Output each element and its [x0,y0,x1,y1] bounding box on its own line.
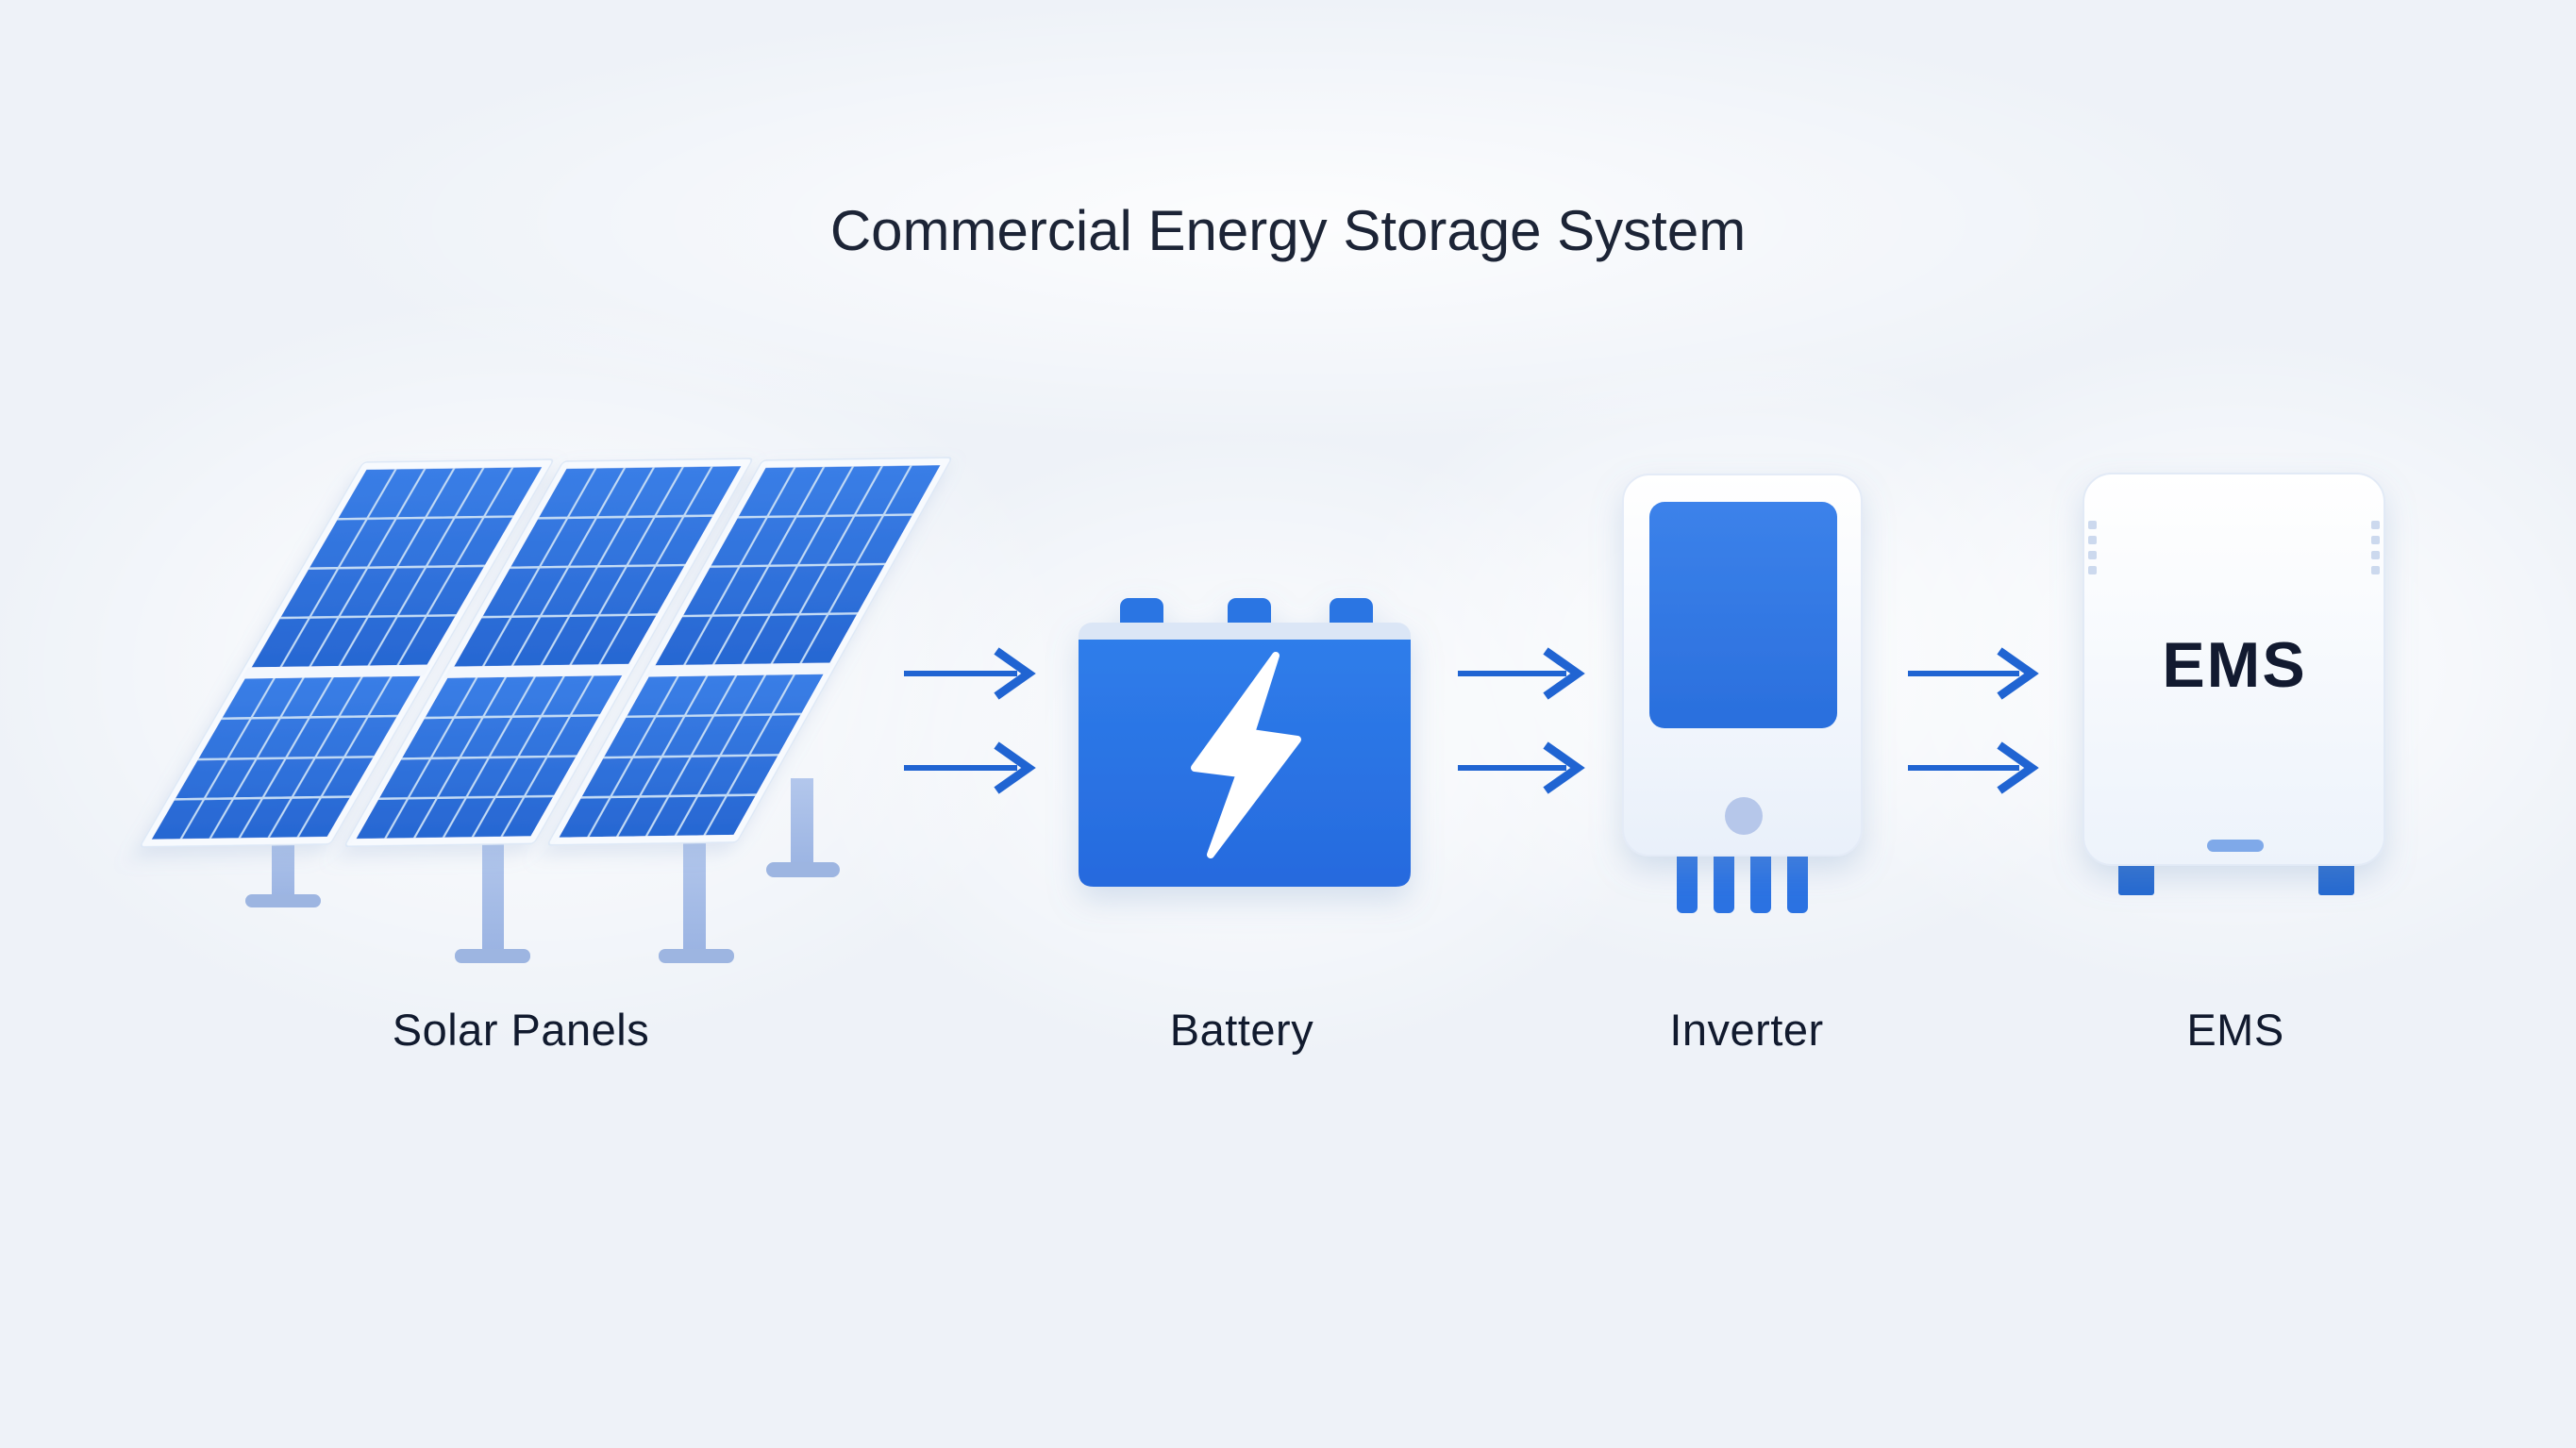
inverter-indicator-light [1725,797,1763,835]
flow-arrow [1908,741,2039,794]
ems-foot [2118,863,2154,895]
panel-grid [580,465,913,838]
solar-leg [455,840,530,963]
panel-divider [644,662,834,677]
label-ems: EMS [2186,1005,2284,1055]
flow-arrow [904,647,1036,700]
label-battery: Battery [1169,1005,1314,1055]
label-inverter: Inverter [1669,1005,1824,1055]
inverter-pin [1787,849,1808,913]
solar-panel [547,457,952,846]
diagram-title: Commercial Energy Storage System [829,199,1747,262]
panel-grid [377,466,714,839]
ems-foot [2318,863,2354,895]
inverter-pin [1750,849,1771,913]
flow-arrow [904,741,1036,794]
solar-rear-leg [766,778,840,877]
panel-divider [443,663,633,678]
flow-arrow [1458,741,1585,794]
flow-arrows-inverter-to-ems [1908,647,2039,794]
inverter-screen [1649,502,1837,728]
battery-icon [1079,598,1411,887]
ems-body [2083,473,2385,866]
solar-leg [659,840,734,963]
panel-grid [174,467,514,840]
solar-array-icon [140,457,952,963]
flow-arrow [1458,647,1585,700]
panel-divider [241,664,431,679]
ems-device-text: EMS [2162,629,2307,701]
lightning-bolt-icon [1191,652,1301,858]
solar-panel [140,458,554,848]
solar-panel [344,458,753,847]
inverter-pin [1714,849,1734,913]
label-solar-panels: Solar Panels [392,1005,650,1055]
ems-unit-icon [2083,473,2385,895]
ems-handle-slot [2207,840,2264,852]
inverter-pins [1677,849,1808,913]
flow-arrows-battery-to-inverter [1458,647,1585,794]
flow-arrow [1908,647,2039,700]
inverter-pin [1677,849,1698,913]
inverter-icon [1622,474,1863,913]
ems-vents [2088,521,2380,574]
flow-arrows-solar-to-battery [904,647,1036,794]
